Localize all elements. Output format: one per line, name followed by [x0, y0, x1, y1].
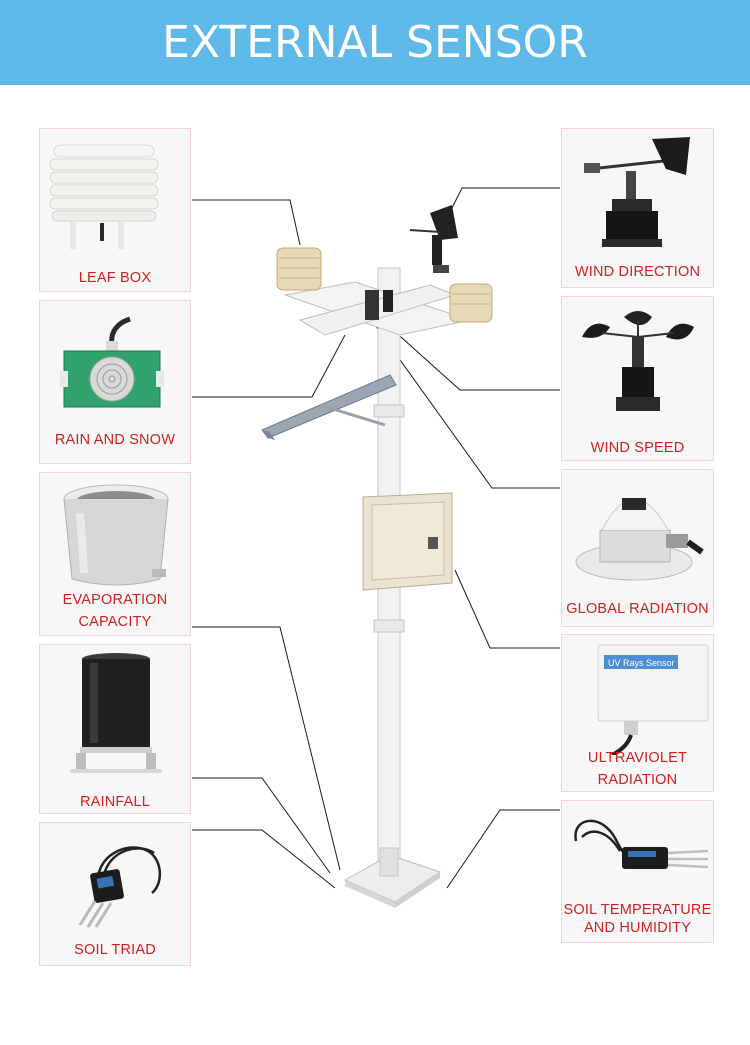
- sensor-card-uv-radiation: UV Rays Sensor ULTRAVIOLET RADIATION: [561, 634, 714, 792]
- sensor-card-leaf-box: LEAF BOX: [39, 128, 191, 292]
- sensor-card-soil-temp-humidity: SOIL TEMPERATURE AND HUMIDITY: [561, 800, 714, 943]
- soil-probe-icon: [78, 846, 161, 928]
- card-label: GLOBAL RADIATION: [566, 601, 709, 617]
- card-label: WIND DIRECTION: [574, 264, 701, 280]
- header-banner: EXTERNAL SENSOR: [0, 0, 750, 85]
- leaf-box-on-arm-2: [449, 283, 493, 323]
- leader-lines: [192, 187, 560, 889]
- rain-snow-sensor-icon: [60, 316, 164, 408]
- sensor-card-soil-triad: SOIL TRIAD: [39, 822, 191, 966]
- page-title: EXTERNAL SENSOR: [162, 17, 588, 68]
- sensor-card-wind-speed: WIND SPEED: [561, 296, 714, 461]
- card-label: LEAF BOX: [78, 270, 152, 286]
- card-label: RAINFALL: [79, 794, 151, 810]
- pyranometer-icon: [575, 498, 704, 581]
- card-label-line2: CAPACITY: [78, 614, 152, 630]
- card-label: SOIL TRIAD: [74, 942, 156, 958]
- sensor-card-evaporation: EVAPORATION CAPACITY: [39, 472, 191, 636]
- card-label-line1: EVAPORATION: [62, 592, 168, 608]
- card-label-line2: RADIATION: [597, 772, 678, 788]
- sensor-card-rainfall: RAINFALL: [39, 644, 191, 814]
- anemometer-icon: [582, 311, 694, 411]
- card-label: RAIN AND SNOW: [54, 432, 176, 448]
- card-label: WIND SPEED: [590, 440, 685, 456]
- sensor-card-wind-direction: WIND DIRECTION: [561, 128, 714, 288]
- soil-temp-humidity-icon: [574, 819, 709, 869]
- evaporation-pan-icon: [63, 484, 169, 586]
- card-label-line1: ULTRAVIOLET: [587, 750, 688, 766]
- sensor-card-global-radiation: GLOBAL RADIATION: [561, 469, 714, 627]
- sensor-card-rain-snow: RAIN AND SNOW: [39, 300, 191, 464]
- leaf-box-on-arm: [276, 247, 322, 291]
- wind-vane-icon: [584, 137, 690, 247]
- leaf-box-icon: [49, 144, 159, 249]
- rain-gauge-icon: [70, 653, 162, 773]
- card-label-line1: SOIL TEMPERATURE: [563, 902, 712, 918]
- uv-sensor-icon: UV Rays Sensor: [597, 644, 709, 755]
- card-label-line2: AND HUMIDITY: [583, 920, 692, 936]
- uv-device-label: UV Rays Sensor: [608, 658, 675, 668]
